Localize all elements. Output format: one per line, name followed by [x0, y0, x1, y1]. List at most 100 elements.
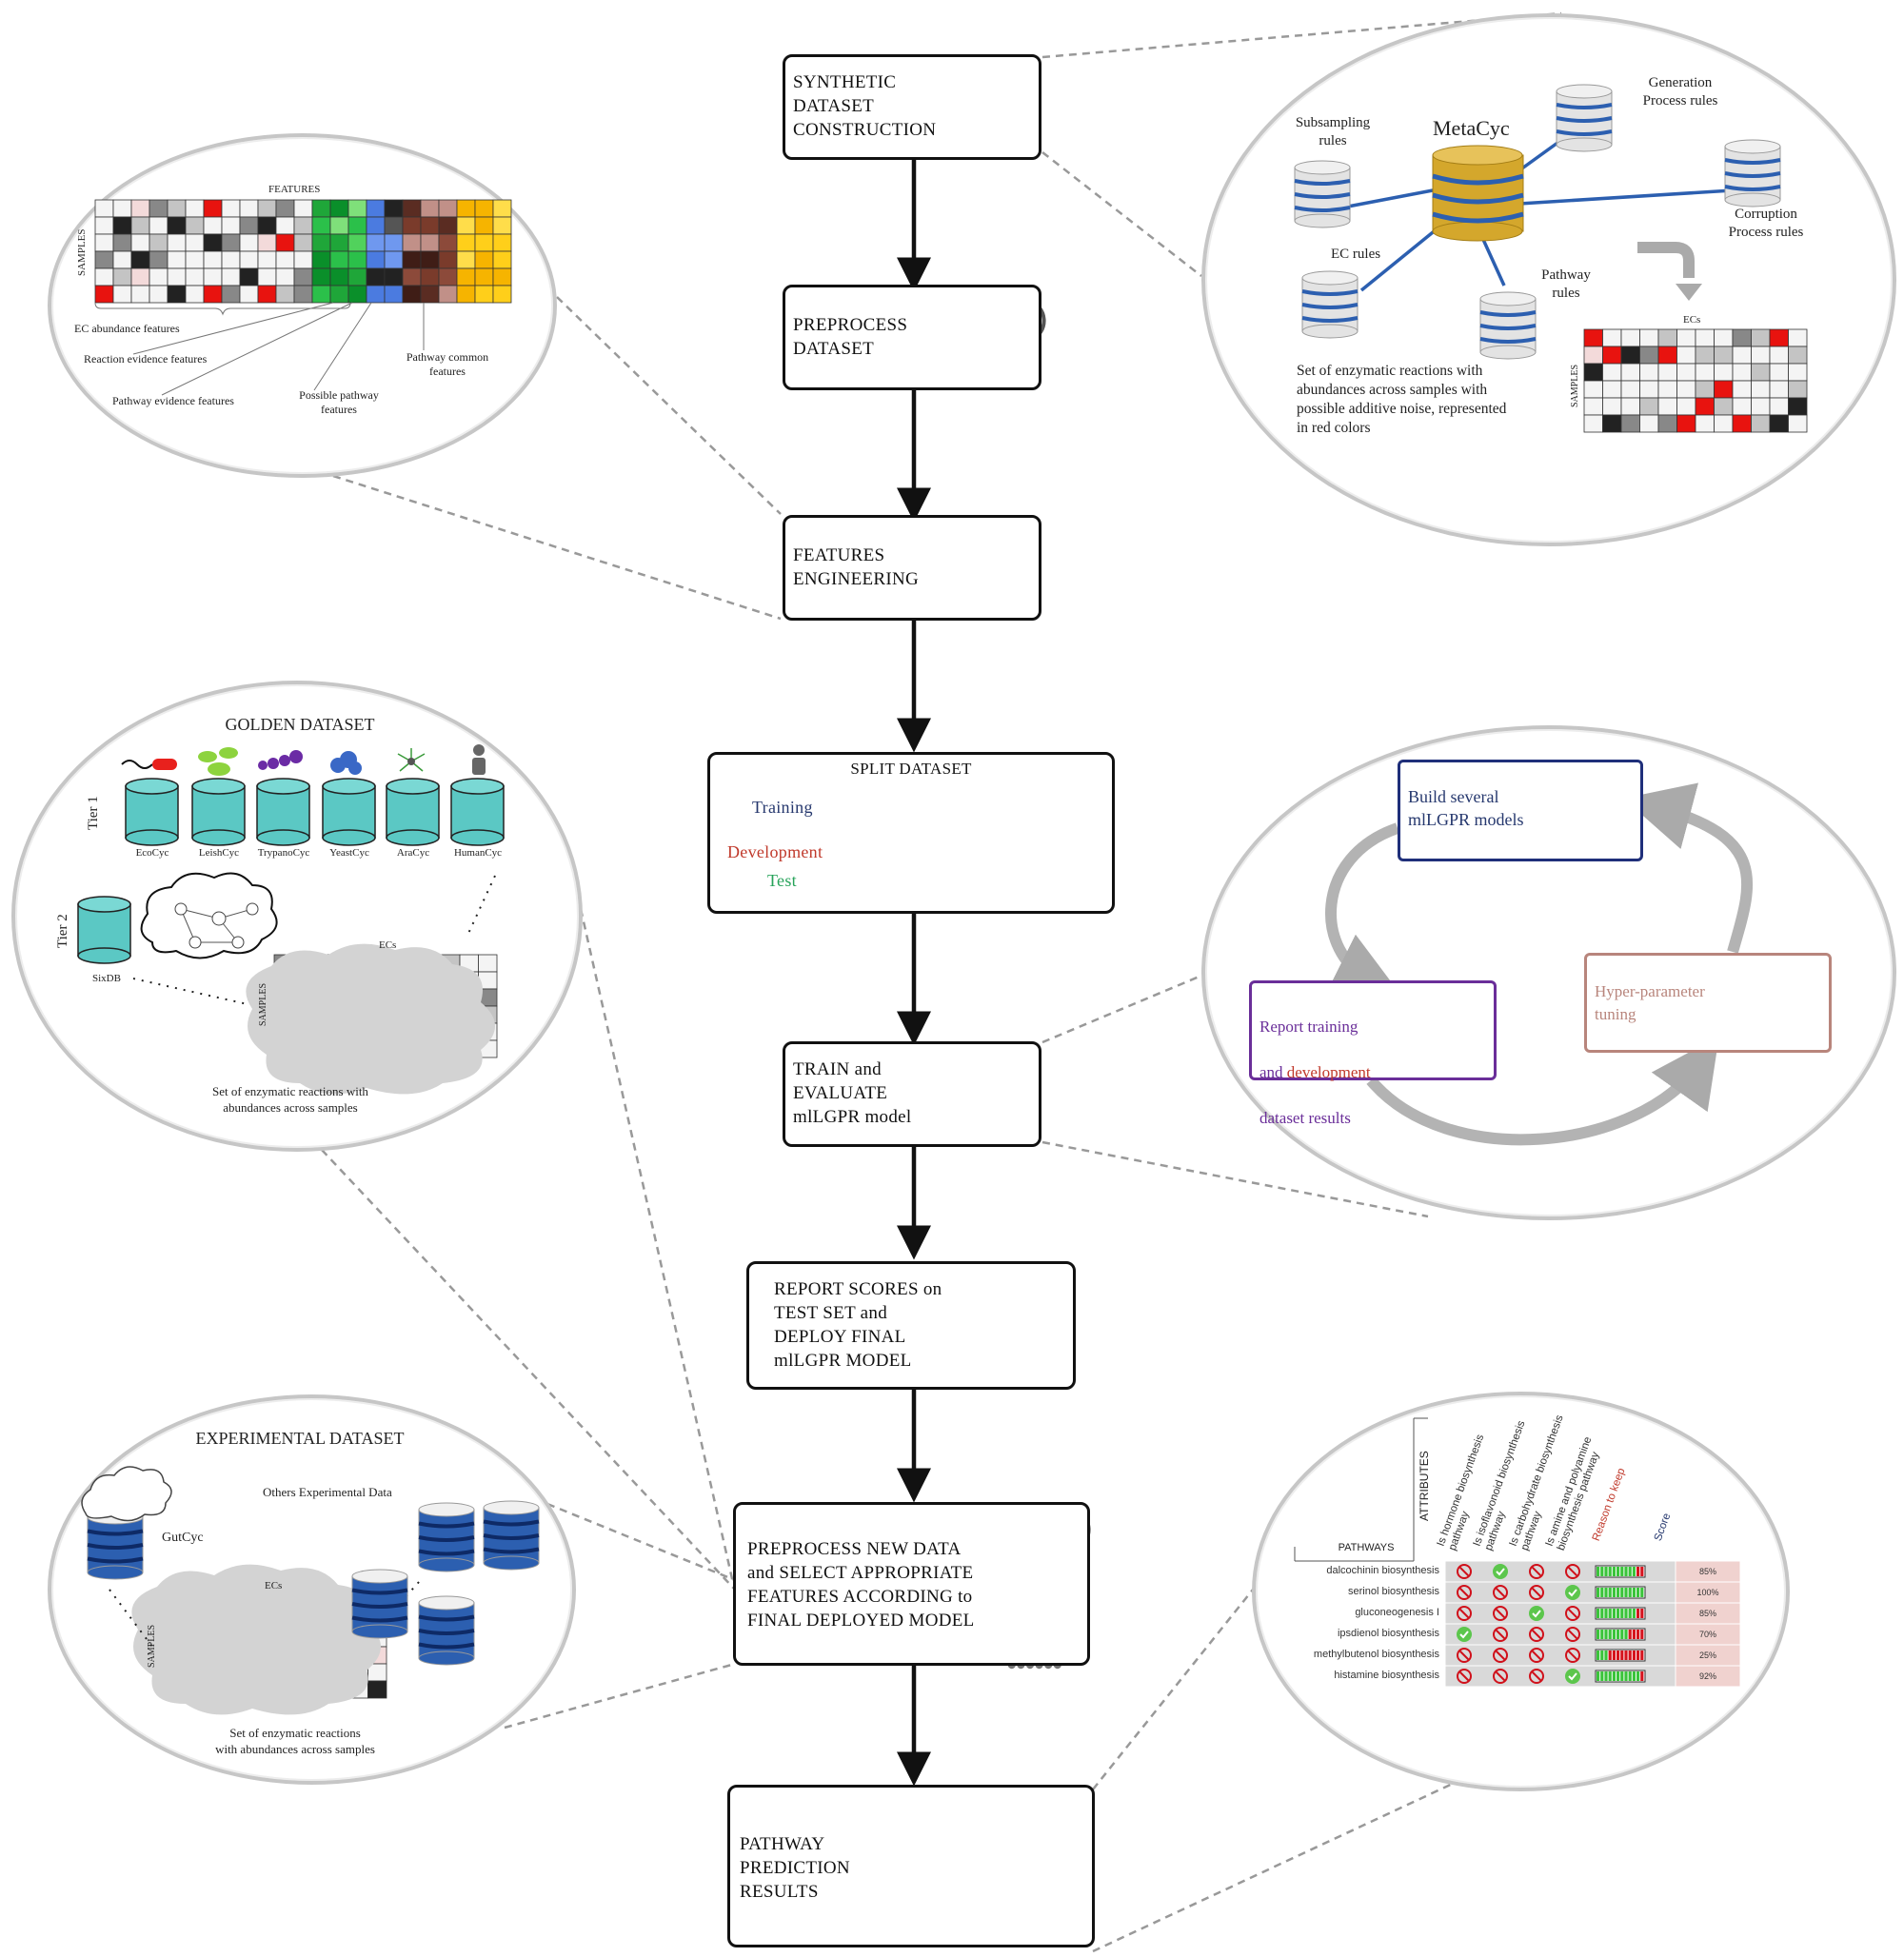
hyper-parameter-box[interactable]: Hyper-parameter tuning — [1584, 953, 1832, 1053]
db-stripe — [483, 1533, 540, 1540]
metacyc-rule-db-icons — [1294, 84, 1781, 360]
feature-braces — [94, 302, 425, 396]
heatmap-cell — [167, 216, 187, 235]
heatmap-cell — [1714, 363, 1734, 382]
db-stripe — [87, 1556, 144, 1564]
results-cell: 0.5 — [947, 1836, 970, 1856]
reason-bar-segment — [1616, 1609, 1620, 1618]
step-report-label: REPORT SCORES on TEST SET and DEPLOY FIN… — [774, 1279, 942, 1371]
teal-db-bottom — [77, 947, 131, 964]
db-bottom — [1724, 192, 1781, 208]
heatmap-cell — [94, 233, 114, 252]
heatmap-cell — [1788, 397, 1808, 416]
arrowhead-icon — [1676, 284, 1702, 301]
golden-db-label: EcoCyc — [135, 847, 169, 859]
no-slash — [1495, 1670, 1506, 1682]
step-preprocess-label: PREPROCESS DATASET — [793, 315, 908, 359]
network-cloud-icon — [140, 872, 278, 959]
report-development-text: development — [1286, 1063, 1371, 1081]
step-train-evaluate[interactable]: TRAIN and EVALUATE mlLGPR model — [783, 1041, 1041, 1147]
build-models-box[interactable]: Build several mlLGPR models — [1398, 760, 1643, 861]
check-mark — [1532, 1610, 1541, 1618]
heatmap-cell — [329, 216, 349, 235]
no-icon — [1493, 1627, 1508, 1642]
heatmap-cell — [149, 285, 169, 304]
reason-bar-segment — [1628, 1609, 1632, 1618]
heatmap-cell — [402, 233, 422, 252]
golden-db-label: AraCyc — [396, 847, 430, 859]
reason-bar-segment — [1624, 1651, 1628, 1660]
no-icon — [1529, 1585, 1544, 1600]
reason-bar-segment — [1620, 1671, 1624, 1681]
report-results-box[interactable]: Report training and development dataset … — [1249, 980, 1497, 1127]
heatmap-cell — [167, 250, 187, 269]
step-preprocess-dataset[interactable]: PREPROCESS DATASET — [783, 285, 1041, 390]
step-split-dataset[interactable]: SPLIT DATASET Training Development Test — [707, 752, 1115, 914]
heatmap-cell — [438, 250, 458, 269]
reason-bar-segment — [1612, 1671, 1616, 1681]
heatmap-cell — [112, 199, 132, 218]
heatmap-cell — [1732, 363, 1752, 382]
golden-db-label: LeishCyc — [198, 847, 240, 859]
db-stripe — [1556, 103, 1613, 109]
heatmap-cell — [1769, 397, 1789, 416]
no-icon — [1529, 1627, 1544, 1642]
heatmap-cell — [1639, 328, 1659, 347]
build-models-label: Build several mlLGPR models — [1408, 787, 1524, 829]
no-icon — [1565, 1606, 1580, 1621]
reason-bar-segment — [1612, 1567, 1616, 1576]
tier1-label: Tier 1 — [86, 796, 101, 830]
reason-bar-segment — [1612, 1588, 1616, 1597]
results-row1: Sample 1 — [906, 1830, 916, 1868]
pathway-row-label: gluconeogenesis I — [1355, 1607, 1439, 1618]
heatmap-cell — [130, 199, 150, 218]
reason-bar-segment — [1608, 1567, 1612, 1576]
step-features-engineering[interactable]: FEATURES ENGINEERING — [783, 515, 1041, 621]
step-synthetic-dataset[interactable]: SYNTHETIC DATASET CONSTRUCTION — [783, 54, 1041, 160]
heatmap-cell — [1676, 414, 1696, 433]
heatmap-cell — [221, 199, 241, 218]
reason-bar-segment — [1640, 1630, 1644, 1639]
results-cell: 0.4 — [1027, 1887, 1050, 1907]
heatmap-cell — [239, 285, 259, 304]
hyper-parameter-label: Hyper-parameter tuning — [1595, 982, 1705, 1023]
no-slash — [1458, 1608, 1470, 1619]
golden-ecs-label: ECs — [379, 939, 397, 951]
teal-db-bottom — [256, 829, 310, 846]
heatmap-cell — [1769, 414, 1789, 433]
heatmap-cell — [366, 216, 386, 235]
db-stripe — [1294, 179, 1351, 186]
step-pathway-results[interactable]: PATHWAY PREDICTION RESULTS — [727, 1785, 1095, 1947]
teal-db-top — [125, 778, 179, 795]
heatmap-cell — [185, 216, 205, 235]
reason-bar-segment — [1620, 1630, 1624, 1639]
db-stripe — [87, 1543, 144, 1550]
heatmap-cell — [1695, 346, 1715, 365]
heatmap-cell — [402, 250, 422, 269]
step-report-deploy[interactable]: REPORT SCORES on TEST SET and DEPLOY FIN… — [746, 1261, 1076, 1390]
heatmap-cell — [492, 267, 512, 287]
heatmap-cell — [149, 216, 169, 235]
reason-bar-segment — [1628, 1651, 1632, 1660]
heatmap-cell — [275, 285, 295, 304]
heatmap-cell — [112, 233, 132, 252]
no-icon — [1565, 1648, 1580, 1663]
heatmap-cell — [1714, 414, 1734, 433]
step-preprocess-new-data[interactable]: PREPROCESS NEW DATA and SELECT APPROPRIA… — [733, 1502, 1090, 1666]
split-title: SPLIT DATASET — [850, 760, 972, 778]
heatmap-cell — [438, 267, 458, 287]
heatmap-cell — [1620, 397, 1640, 416]
db-stripe — [1479, 324, 1537, 330]
heatmap-cell — [478, 954, 498, 973]
reason-bar-segment — [1600, 1630, 1604, 1639]
pathway-row-label: dalcochinin biosynthesis — [1326, 1565, 1439, 1576]
heatmap-cell — [420, 250, 440, 269]
heatmap-cell — [221, 250, 241, 269]
heatmap-cell — [185, 199, 205, 218]
heatmap-cell — [366, 199, 386, 218]
heatmap-cell — [185, 267, 205, 287]
heatmap-cell — [492, 250, 512, 269]
heatmap-cell — [311, 285, 331, 304]
heatmap-cell — [1583, 346, 1603, 365]
